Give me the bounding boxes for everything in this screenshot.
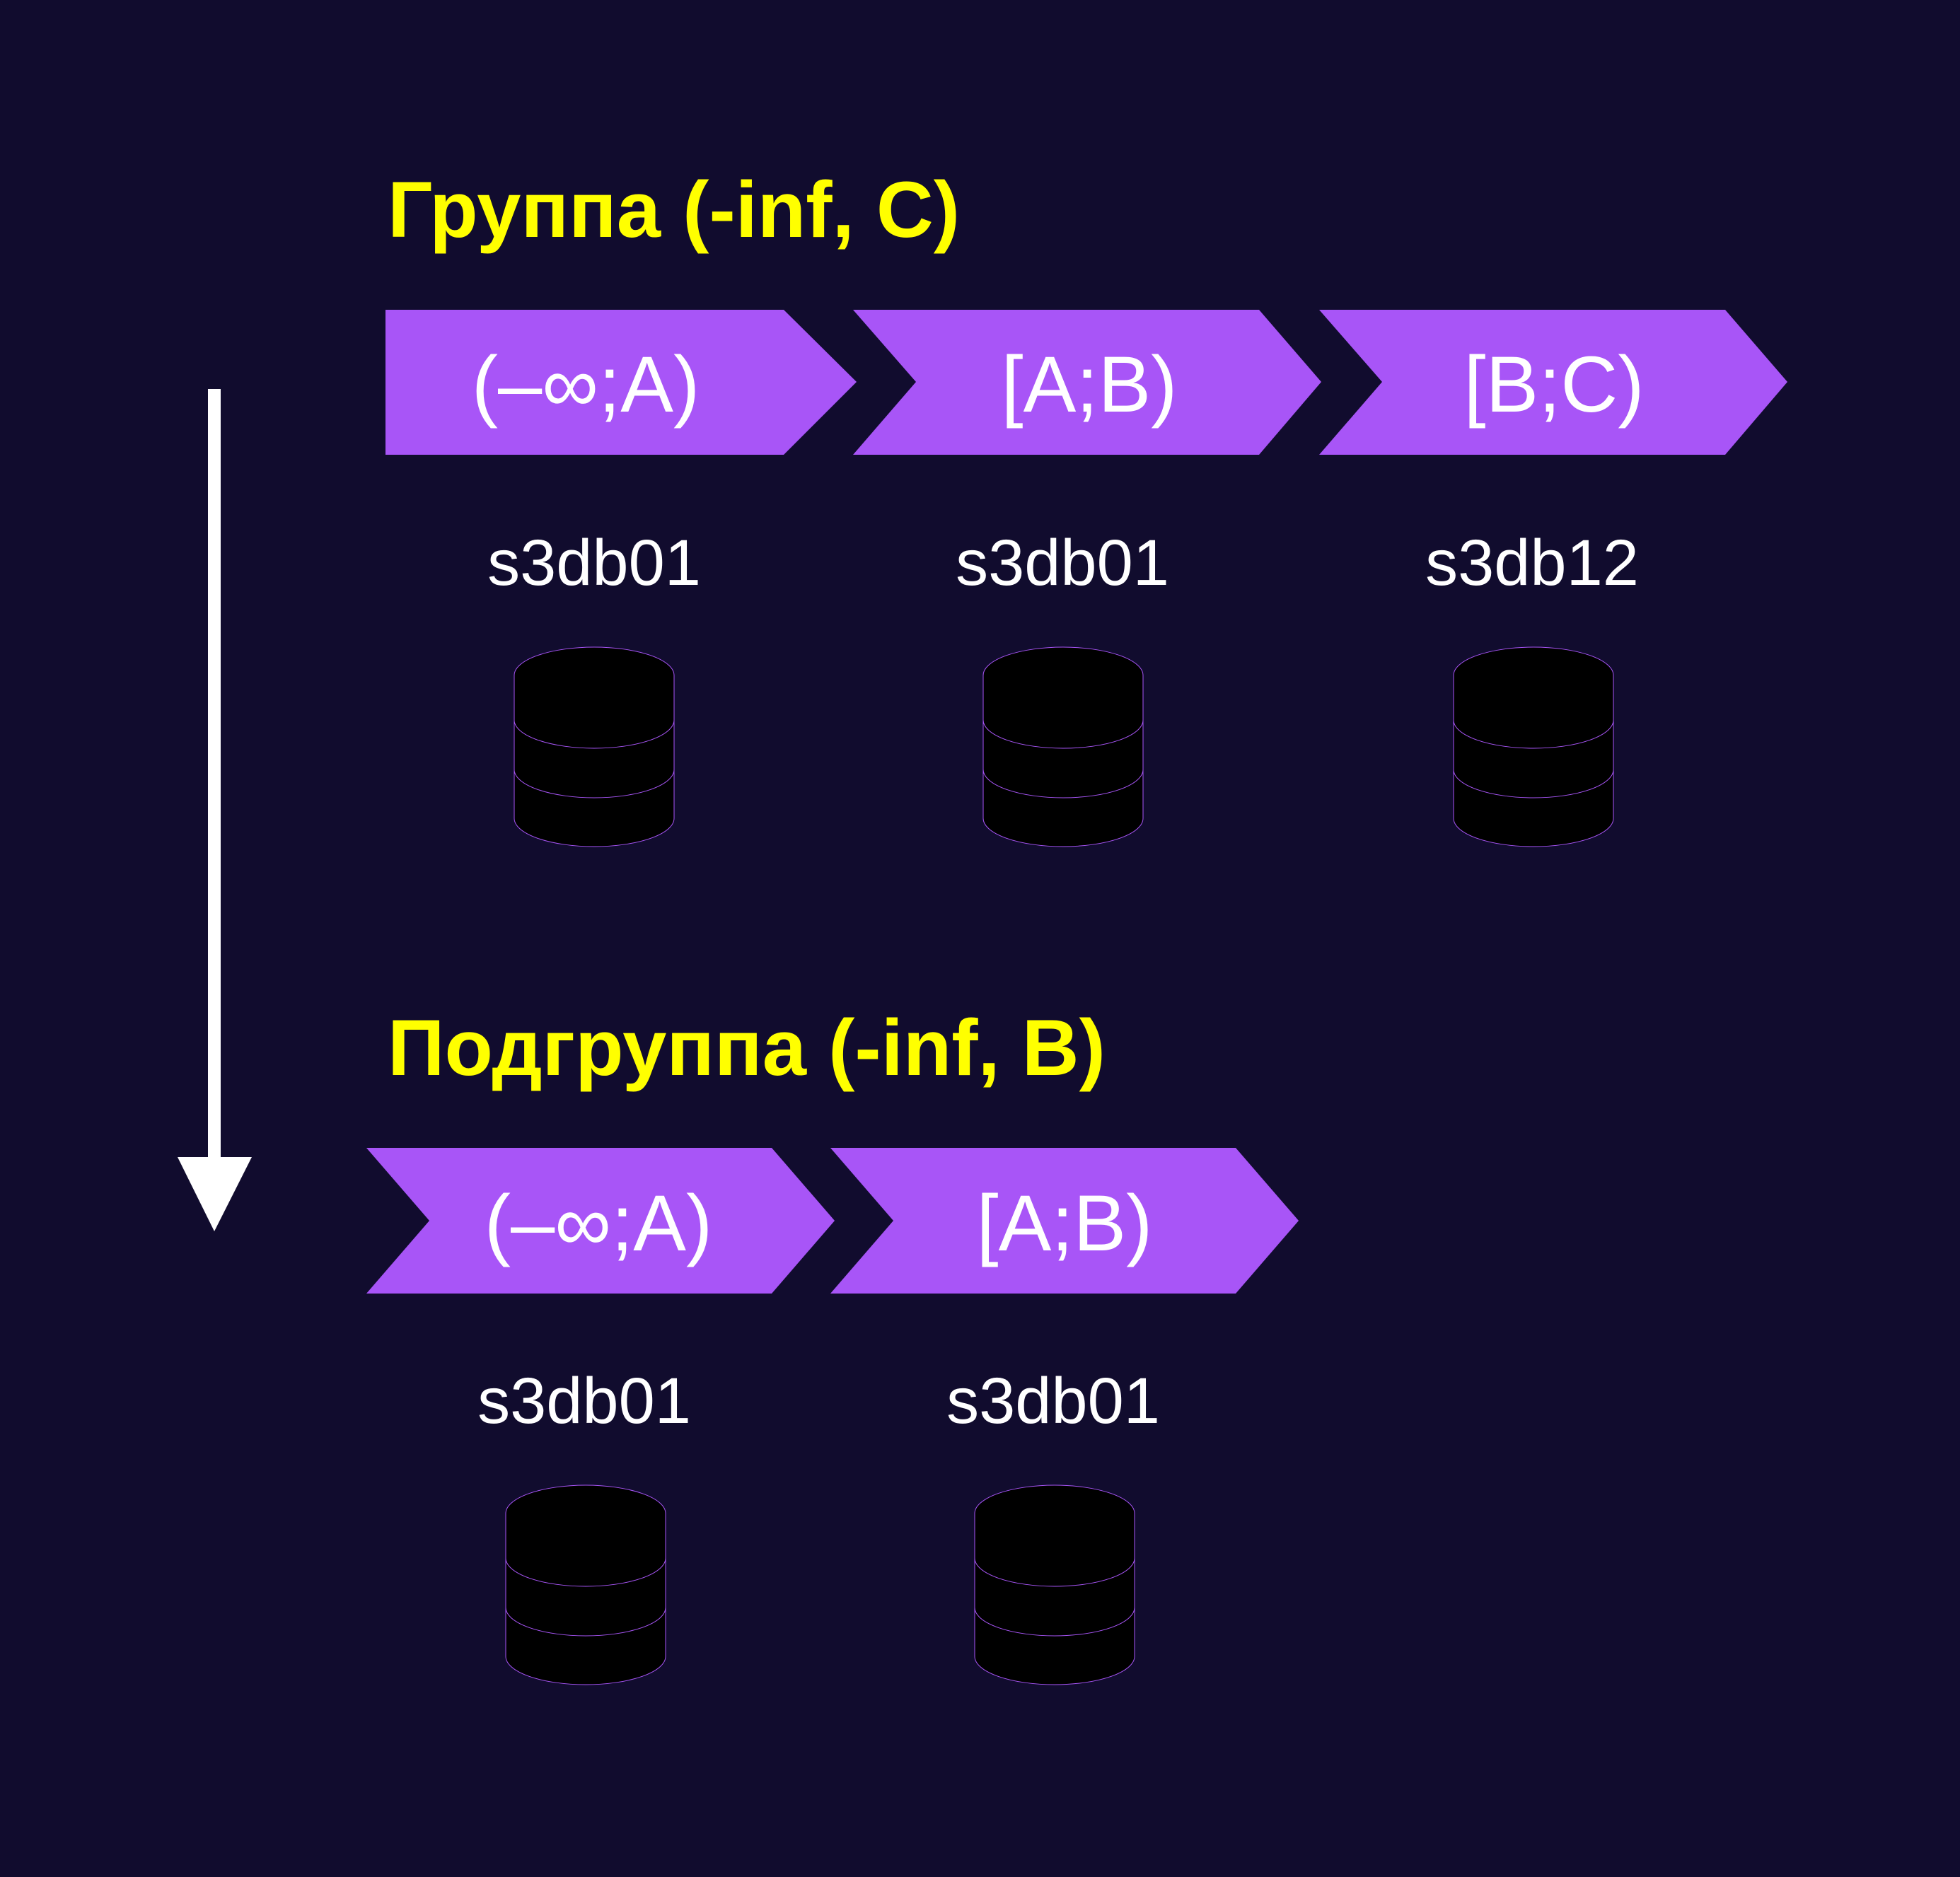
group-section: Группа (-inf, C) (–∞;A) s3db01 [A;B) s3d… bbox=[385, 165, 1787, 847]
group-segment: [B;C) s3db12 bbox=[1319, 310, 1787, 847]
server-label: s3db01 bbox=[946, 1365, 1160, 1437]
database-icon bbox=[505, 1484, 666, 1685]
range-label: [B;C) bbox=[1463, 340, 1644, 429]
server-label: s3db01 bbox=[956, 527, 1169, 599]
range-label: [A;B) bbox=[977, 1179, 1153, 1267]
arrow-down-icon bbox=[178, 389, 252, 1231]
group-segment: (–∞;A) s3db01 bbox=[385, 310, 857, 847]
server-label: s3db01 bbox=[487, 527, 701, 599]
subgroup-segment: [A;B) s3db01 bbox=[830, 1148, 1299, 1685]
database-icon bbox=[514, 646, 675, 847]
group-segment: [A;B) s3db01 bbox=[853, 310, 1321, 847]
subgroup-segment: (–∞;A) s3db01 bbox=[366, 1148, 835, 1685]
range-chevron bbox=[830, 1148, 1299, 1294]
range-chevron bbox=[385, 310, 857, 455]
range-chevron bbox=[366, 1148, 835, 1294]
subgroup-section: Подгруппа (-inf, B) (–∞;A) s3db01 [A;B) … bbox=[366, 1004, 1299, 1685]
range-chevron bbox=[1319, 310, 1787, 455]
range-chevron bbox=[853, 310, 1321, 455]
subgroup-title: Подгруппа (-inf, B) bbox=[388, 1004, 1106, 1092]
server-label: s3db01 bbox=[477, 1365, 691, 1437]
range-label: [A;B) bbox=[1002, 340, 1178, 429]
arrow-head bbox=[178, 1157, 252, 1231]
range-label: (–∞;A) bbox=[472, 340, 700, 429]
database-icon bbox=[982, 646, 1144, 847]
database-icon bbox=[1453, 646, 1614, 847]
group-title: Группа (-inf, C) bbox=[388, 165, 960, 254]
server-label: s3db12 bbox=[1425, 527, 1639, 599]
range-label: (–∞;A) bbox=[485, 1179, 713, 1267]
database-icon bbox=[974, 1484, 1135, 1685]
